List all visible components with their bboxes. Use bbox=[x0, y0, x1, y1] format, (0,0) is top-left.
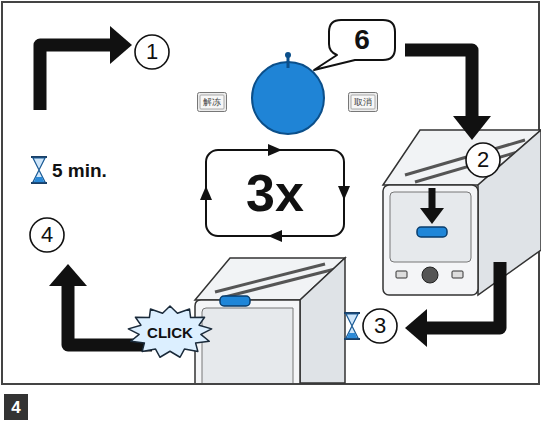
button-body bbox=[349, 93, 378, 112]
toaster-front bbox=[383, 185, 478, 295]
step-circle bbox=[466, 143, 500, 177]
hourglass-icon bbox=[31, 157, 47, 183]
browning-knob bbox=[252, 52, 324, 134]
cycle-arrow bbox=[40, 45, 112, 110]
step-circle bbox=[30, 218, 64, 252]
figure-number: 4 bbox=[4, 394, 28, 420]
node-text: 解冻 bbox=[203, 98, 221, 107]
step-circle bbox=[135, 35, 169, 69]
node-text: 6 bbox=[354, 26, 370, 54]
step-circle bbox=[363, 309, 397, 343]
starburst bbox=[128, 306, 211, 357]
loop-arrowhead bbox=[200, 186, 212, 200]
click-burst: CLICK bbox=[127, 305, 213, 359]
step-number: 1 bbox=[134, 34, 170, 70]
press-arrowhead bbox=[420, 208, 444, 224]
toaster-slot bbox=[215, 264, 325, 292]
speech-bubble bbox=[314, 20, 395, 70]
node-text: 1 bbox=[146, 41, 158, 63]
knob-pointer-tip bbox=[285, 52, 291, 58]
button-body bbox=[198, 93, 227, 112]
arrowhead bbox=[405, 309, 427, 347]
loop-arrowhead bbox=[268, 230, 282, 242]
arrowhead bbox=[110, 26, 132, 64]
cycle-arrow bbox=[405, 50, 472, 118]
loop-outline bbox=[206, 150, 344, 236]
press-arrow bbox=[429, 188, 436, 210]
loop-arrowhead bbox=[268, 144, 282, 156]
toaster-bottom bbox=[195, 258, 345, 383]
toaster-side bbox=[300, 258, 345, 383]
toaster-lever bbox=[417, 227, 447, 237]
defrost-button: 解冻 bbox=[197, 92, 227, 112]
repeat-loop: 3x bbox=[205, 149, 345, 237]
hourglass-icon bbox=[344, 313, 360, 339]
cycle-arrow bbox=[425, 262, 500, 328]
frame bbox=[2, 2, 539, 384]
step-number: 2 bbox=[465, 142, 501, 178]
node-text: 3x bbox=[246, 167, 304, 219]
step-number: 4 bbox=[29, 217, 65, 253]
button-face bbox=[200, 95, 224, 109]
hourglass-sand bbox=[347, 333, 357, 338]
hourglass-glass bbox=[346, 314, 358, 338]
node-text: 4 bbox=[11, 399, 20, 416]
step-number: 3 bbox=[362, 308, 398, 344]
node-text: CLICK bbox=[147, 325, 193, 340]
loop-arrowhead bbox=[338, 186, 350, 200]
node-text: 4 bbox=[41, 224, 53, 246]
toaster-right bbox=[383, 130, 541, 295]
node-text: 2 bbox=[477, 149, 489, 171]
toaster-knob bbox=[422, 267, 438, 283]
button-face bbox=[351, 95, 375, 109]
setting-bubble: 6 bbox=[329, 20, 395, 60]
figure-badge bbox=[4, 394, 28, 420]
node-text: 3 bbox=[374, 315, 386, 337]
toaster-button bbox=[452, 271, 463, 278]
cycle-arrowheads bbox=[49, 26, 491, 347]
toaster-button bbox=[396, 271, 407, 278]
node-text: 取消 bbox=[354, 98, 372, 107]
knob bbox=[252, 62, 324, 134]
arrowhead bbox=[49, 264, 87, 286]
cycle-arrows bbox=[40, 45, 500, 345]
arrowhead bbox=[453, 116, 491, 140]
toaster-panel bbox=[202, 308, 293, 383]
hourglass-sand bbox=[34, 177, 44, 182]
toaster-front bbox=[195, 300, 300, 383]
duration-label: 5 min. bbox=[52, 161, 107, 180]
cancel-button: 取消 bbox=[348, 92, 378, 112]
toaster-lever bbox=[220, 296, 250, 306]
hourglass-glass bbox=[33, 158, 45, 182]
